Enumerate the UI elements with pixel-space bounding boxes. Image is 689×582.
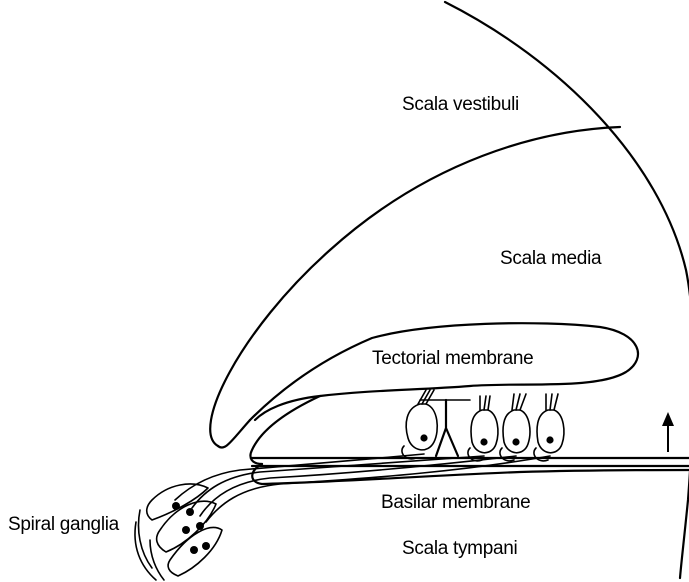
tectorial-membrane xyxy=(250,323,638,420)
label-scala-media: Scala media xyxy=(500,248,602,269)
label-tectorial-membrane: Tectorial membrane xyxy=(372,348,533,369)
label-scala-vestibuli: Scala vestibuli xyxy=(402,94,519,115)
reissners-membrane xyxy=(210,127,620,446)
pillar-cells xyxy=(436,400,458,456)
spiral-limbus-upper xyxy=(218,420,250,448)
label-basilar-membrane: Basilar membrane xyxy=(381,492,530,513)
inner-hair-cell xyxy=(406,390,437,450)
label-scala-tympani: Scala tympani xyxy=(402,538,517,559)
label-spiral-ganglia: Spiral ganglia xyxy=(8,514,120,535)
spiral-limbus xyxy=(250,396,320,464)
up-arrow-icon xyxy=(662,412,674,452)
spiral-ganglia-cells xyxy=(135,484,222,580)
outer-hair-cell-3 xyxy=(537,394,564,453)
outer-hair-cell-2 xyxy=(503,394,530,453)
outer-hair-cell-1 xyxy=(471,396,498,453)
